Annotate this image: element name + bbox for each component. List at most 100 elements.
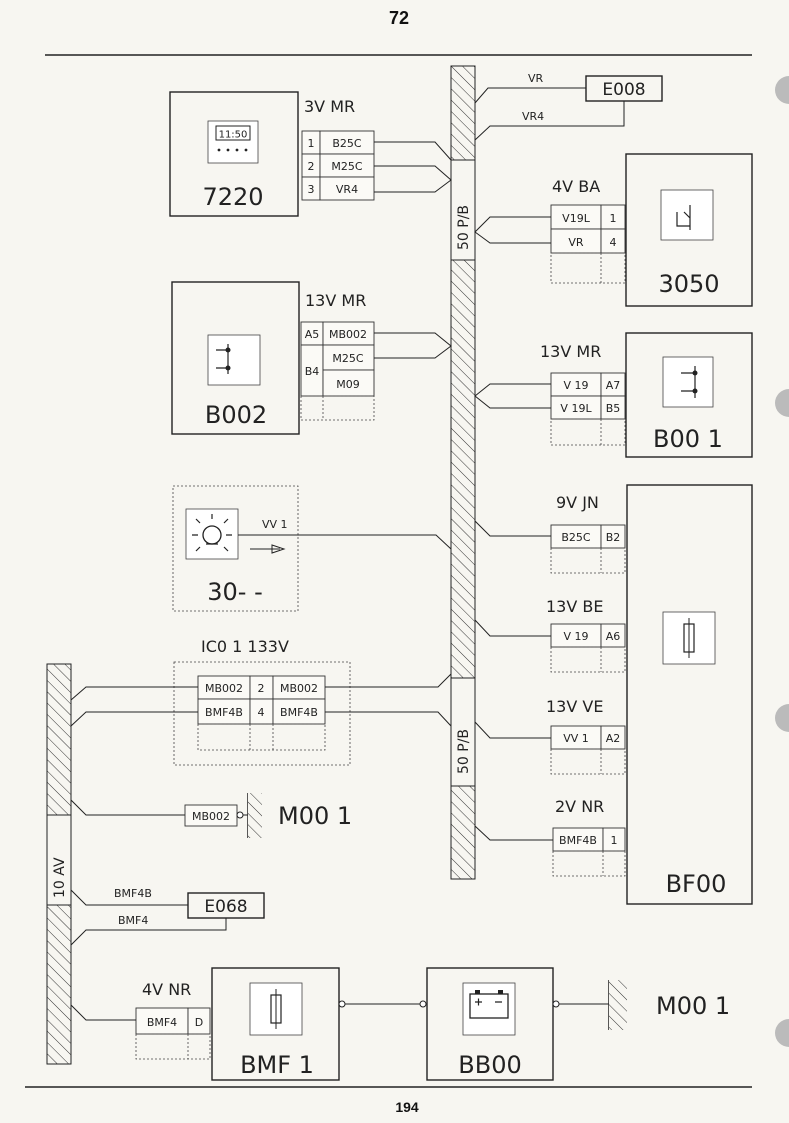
wire (70, 889, 188, 906)
wire-label: V 19 (563, 630, 588, 643)
wire-label: M25C (332, 352, 363, 365)
connector-label-bf00-2: 13V BE (546, 597, 603, 616)
wire-label: VR4 (522, 110, 544, 123)
ground-id-m001-mid: M00 1 (278, 802, 352, 830)
component-bf00: BF00 9V JN B25C B2 13V BE V 19 A6 13V VE… (546, 484, 753, 905)
wire-label: V 19 (563, 379, 588, 392)
wire-label: VR (528, 72, 544, 85)
wire (374, 165, 452, 193)
connector-label-b001: 13V MR (540, 342, 601, 361)
component-7220: 11:50 7220 3V MR 1 B25C 2 M25C 3 VR4 (169, 91, 375, 217)
wire-label: MB002 (280, 682, 318, 695)
wire (474, 101, 625, 141)
component-id-e008: E008 (602, 80, 645, 100)
component-id-e068: E068 (204, 897, 247, 917)
ground-id-m001-bottom: M00 1 (656, 992, 730, 1020)
pin-label: 2 (308, 160, 315, 173)
left-bus-label: 10 AV (52, 857, 68, 898)
component-e068: E068 BMF4B BMF4 (114, 887, 265, 927)
battery-icon (469, 993, 509, 1019)
pin-label: 4 (258, 706, 265, 719)
pin-label: 2 (258, 682, 265, 695)
pin-label: 4 (610, 236, 617, 249)
wire (474, 825, 553, 841)
pin-label: A6 (606, 630, 621, 643)
wire-label: VR (568, 236, 584, 249)
wire (374, 332, 452, 359)
wire (474, 383, 551, 409)
wire (474, 87, 586, 104)
component-3050: 3050 4V BA V19L 1 VR 4 (550, 153, 753, 307)
pin-label: 3 (308, 183, 315, 196)
wire-label: M09 (336, 378, 360, 391)
component-id-bb00: BB00 (458, 1051, 521, 1079)
ic01-label: IC0 1 133V (201, 637, 289, 656)
wire (70, 711, 198, 727)
connector-label-7220: 3V MR (304, 97, 355, 116)
pin-label: B4 (305, 365, 320, 378)
pin-label: A7 (606, 379, 621, 392)
component-e008: E008 VR VR4 (522, 72, 663, 123)
component-id-3050: 3050 (658, 270, 719, 298)
component-lamp: 30- - VV 1 (172, 485, 299, 612)
left-bus: 10 AV (46, 663, 72, 1065)
wire (374, 141, 452, 161)
wire-label: BMF4 (118, 914, 148, 927)
component-ic01: IC0 1 133V MB002 2 MB002 BMF4B 4 BMF4B (173, 637, 351, 766)
component-id-lamp: 30- - (207, 578, 263, 606)
ground-m001-mid: MB002 M00 1 (70, 793, 352, 838)
component-b002: B002 13V MR A5 MB002 M25C B4 M09 (171, 281, 375, 435)
connector-label-bmf1: 4V NR (142, 980, 191, 999)
wire-label: VV 1 (262, 518, 288, 531)
wire-label: BMF4B (205, 706, 243, 719)
wire (70, 918, 227, 946)
wire (325, 673, 452, 688)
wire-label: V19L (562, 212, 591, 225)
component-id-b001: B00 1 (653, 425, 723, 453)
connector-label-bf00-1: 9V JN (556, 493, 599, 512)
wire-label: V 19L (560, 402, 592, 415)
ground-m001-bottom: M00 1 (552, 980, 730, 1030)
wire (325, 711, 452, 727)
wire-label: VR4 (336, 183, 358, 196)
pin-label: B2 (606, 531, 621, 544)
component-bmf1: 4V NR BMF4 D BMF 1 (135, 967, 340, 1081)
main-bus: 50 P/B 50 P/B (450, 65, 476, 880)
pin-label: A2 (606, 732, 621, 745)
wire-label: B25C (332, 137, 362, 150)
wire-label: BMF4B (559, 834, 597, 847)
component-id-bmf1: BMF 1 (240, 1051, 314, 1079)
page-number-top: 72 (389, 8, 409, 28)
wire-label: BMF4B (114, 887, 152, 900)
wire-label: BMF4 (147, 1016, 177, 1029)
component-id-7220: 7220 (202, 183, 263, 211)
binder-holes (775, 76, 789, 1047)
wire-label: BMF4B (280, 706, 318, 719)
wire-label: B25C (561, 531, 591, 544)
pin-label: 1 (611, 834, 618, 847)
wire (474, 619, 551, 637)
pin-label: B5 (606, 402, 621, 415)
connector-label-b002: 13V MR (305, 291, 366, 310)
clock-display-text: 11:50 (219, 130, 248, 141)
pin-label: A5 (305, 328, 320, 341)
pin-label: 1 (610, 212, 617, 225)
bus-label-bottom: 50 P/B (456, 729, 472, 774)
component-bb00: BB00 (426, 967, 554, 1081)
component-id-b002: B002 (205, 401, 267, 429)
wire (474, 216, 551, 244)
wire-label: MB002 (329, 328, 367, 341)
component-b001: B00 1 13V MR V 19 A7 V 19L B5 (540, 332, 753, 458)
connector-label-bf00-4: 2V NR (555, 797, 604, 816)
wire (70, 1004, 136, 1021)
bus-label-top: 50 P/B (456, 205, 472, 250)
pin-label: D (195, 1016, 203, 1029)
wire (238, 534, 452, 550)
page-number-bottom: 194 (395, 1099, 419, 1115)
connector-label-bf00-3: 13V VE (546, 697, 603, 716)
wire-label: MB002 (192, 810, 230, 823)
wire (474, 721, 551, 739)
wire (70, 686, 198, 701)
component-id-bf00: BF00 (666, 870, 727, 898)
